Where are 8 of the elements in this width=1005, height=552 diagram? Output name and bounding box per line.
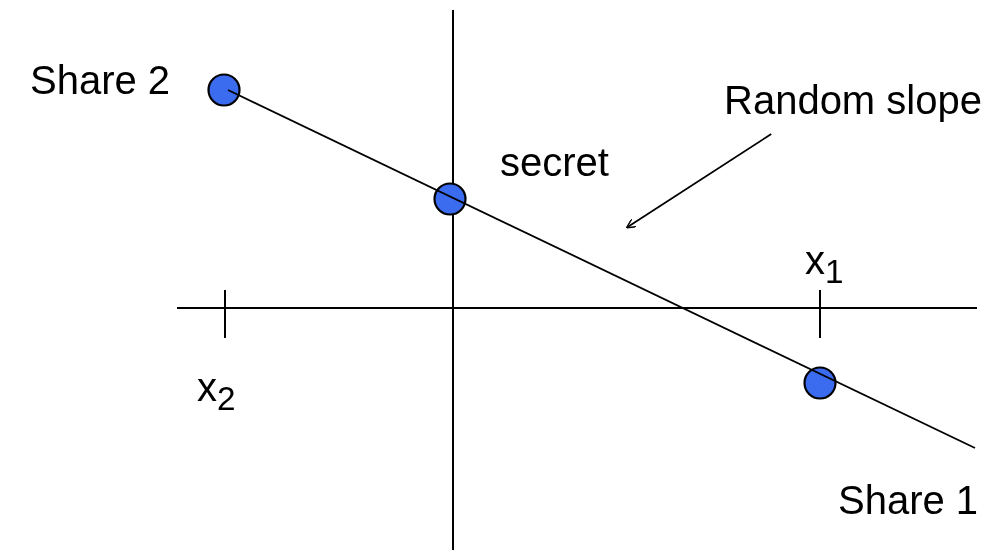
axis-label: x$_{1}$ — [805, 238, 844, 292]
leader-arrow — [625, 133, 773, 229]
axis-label: x$_{2}$ — [197, 365, 236, 419]
point-label: Share 1 — [838, 478, 979, 522]
annotation-text: Random slope — [724, 78, 982, 122]
point-label: Share 2 — [30, 58, 171, 102]
point-marker — [207, 73, 241, 107]
point-label: secret — [500, 140, 609, 184]
